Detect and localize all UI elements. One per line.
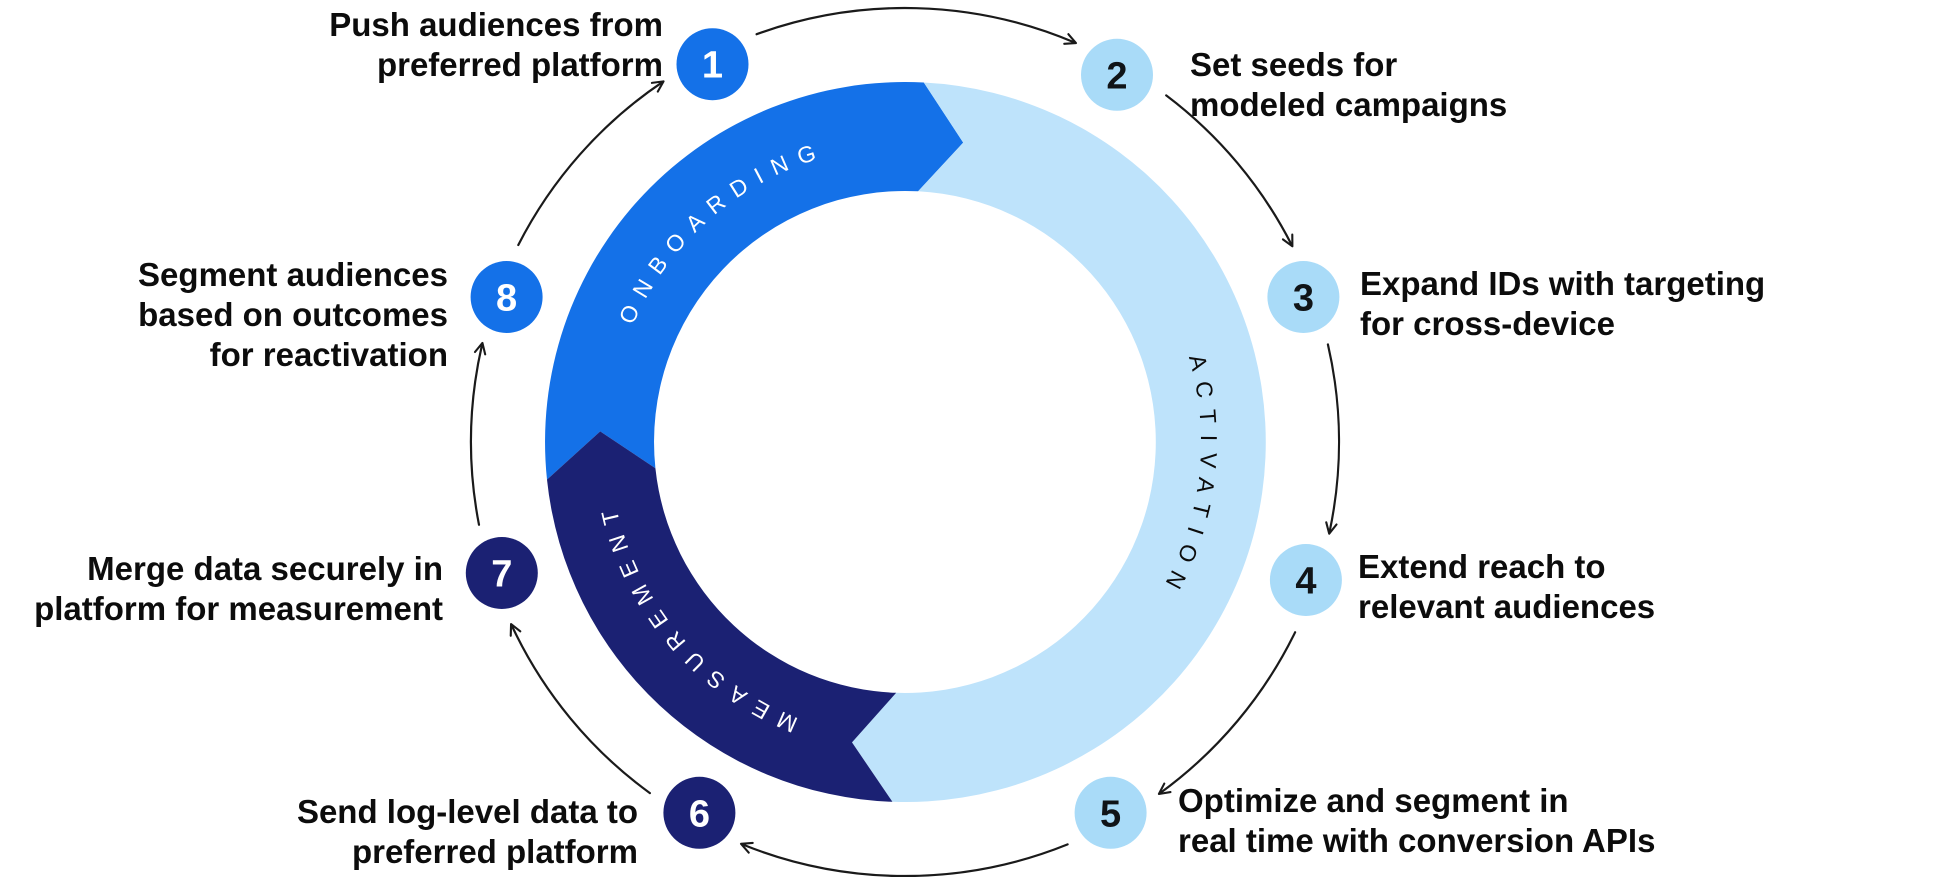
arrow-step-5-to-6 [739,841,1069,877]
step-label-4-line-1: Extend reach to [1358,548,1606,585]
step-number-7: 7 [491,554,512,596]
step-number-6: 6 [689,793,710,835]
arrow-step-8-to-1 [517,80,665,247]
step-number-5: 5 [1100,793,1121,835]
step-circle-3 [1267,261,1340,333]
step-circle-6 [663,776,736,849]
step-number-3: 3 [1293,278,1314,320]
arrow-step-2-to-3 [1165,94,1294,248]
arrow-step-6-to-7 [509,622,651,795]
step-label-5-line-1: Optimize and segment in [1178,782,1569,819]
arrow-step-1-to-2 [755,6,1078,45]
step-circle-5 [1074,776,1147,849]
step-label-2-line-1: Set seeds for [1190,46,1397,83]
step-number-8: 8 [496,278,517,320]
step-number-4: 4 [1295,561,1316,603]
step-label-1-line-1: Push audiences from [329,6,663,43]
ring-segments [545,82,1266,803]
step-circle-4 [1269,544,1342,616]
step-label-3-line-2: for cross-device [1360,305,1615,342]
ring-segment-measurement [547,431,897,802]
step-label-6-line-1: Send log-level data to [297,793,638,830]
step-label-4-line-2: relevant audiences [1358,588,1655,625]
step-circles: 1 2 3 4 5 6 7 8 [465,28,1342,849]
step-label-2-line-2: modeled campaigns [1190,86,1507,123]
step-label-6-line-2: preferred platform [352,833,638,870]
step-label-5-line-2: real time with conversion APIs [1178,822,1655,859]
ring-segment-activation [852,82,1266,803]
step-number-2: 2 [1106,55,1127,97]
step-label-7-line-1: Merge data securely in [87,550,443,587]
step-label-7-line-2: platform for measurement [34,590,443,627]
step-circle-7 [465,537,538,609]
arrow-step-3-to-4 [1325,343,1341,535]
step-circle-1 [676,28,749,101]
step-circle-8 [470,261,543,333]
arrow-step-7-to-8 [469,341,487,526]
arrow-step-4-to-5 [1157,631,1297,796]
step-circle-2 [1081,38,1153,111]
step-label-8-line-2: based on outcomes [138,296,448,333]
step-label-8-line-1: Segment audiences [138,256,448,293]
step-label-3-line-1: Expand IDs with targeting [1360,265,1765,302]
flow-arrows [469,6,1341,877]
step-number-1: 1 [702,45,723,87]
ring-segment-onboarding [545,82,964,480]
step-label-8-line-3: for reactivation [210,336,448,373]
step-label-1-line-2: preferred platform [377,46,663,83]
